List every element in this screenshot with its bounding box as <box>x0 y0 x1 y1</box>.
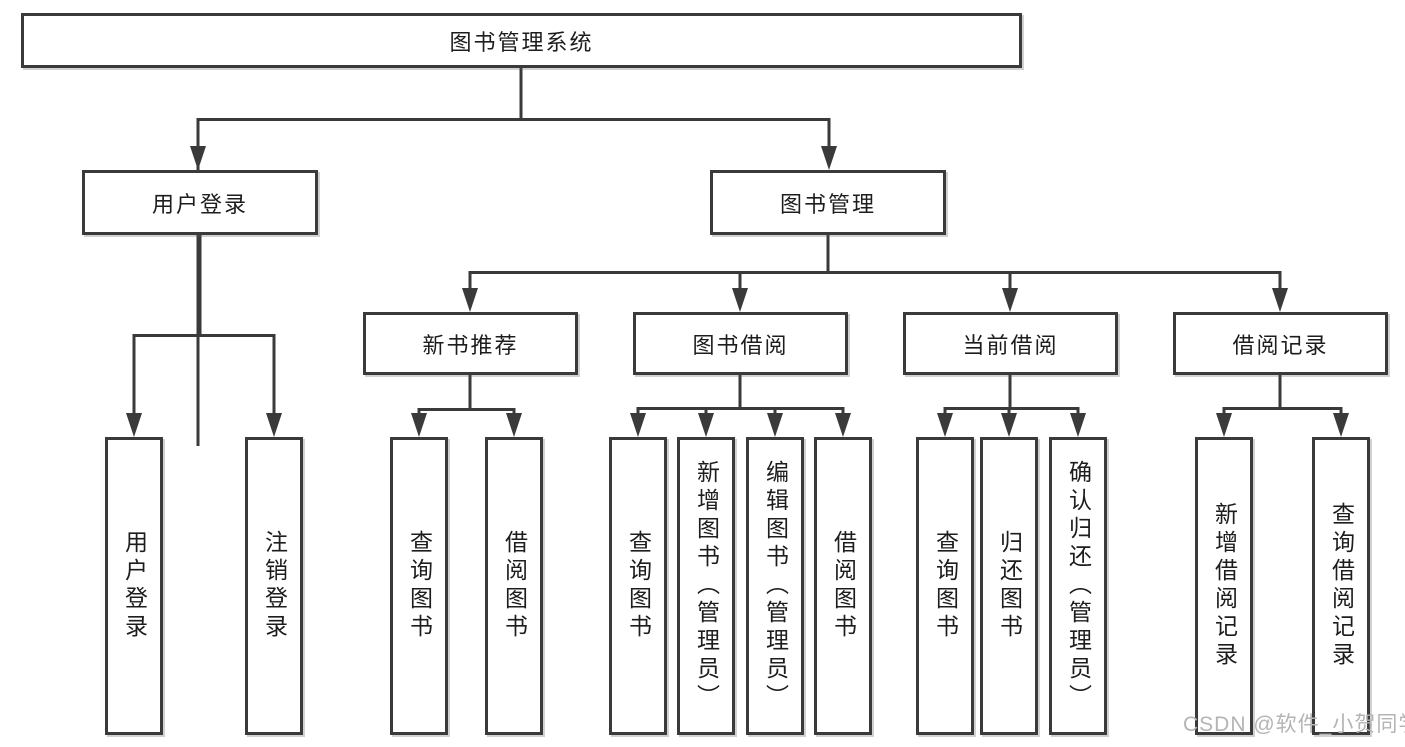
leaf-user-login: 用户登录 <box>105 437 163 735</box>
leaf-query-books-current: 查询图书 <box>916 437 974 735</box>
arrowheads <box>126 146 1349 437</box>
node-book-management-branch: 图书管理 <box>710 170 946 235</box>
node-current-borrow: 当前借阅 <box>903 312 1118 375</box>
leaf-query-borrow-record: 查询借阅记录 <box>1312 437 1370 735</box>
node-new-book-recommend: 新书推荐 <box>363 312 578 375</box>
leaf-return-books: 归还图书 <box>980 437 1038 735</box>
leaf-add-books-admin: 新增图书（管理员） <box>677 437 735 735</box>
leaf-query-books-borrow: 查询图书 <box>609 437 667 735</box>
leaf-add-borrow-record: 新增借阅记录 <box>1195 437 1253 735</box>
node-user-login-branch: 用户登录 <box>82 170 318 235</box>
node-borrow-record: 借阅记录 <box>1173 312 1388 375</box>
node-library-management-system: 图书管理系统 <box>21 13 1022 68</box>
leaf-confirm-return-admin: 确认归还（管理员） <box>1049 437 1107 735</box>
leaf-borrow-books-recommend: 借阅图书 <box>485 437 543 735</box>
node-book-borrow: 图书借阅 <box>633 312 848 375</box>
leaf-query-books-recommend: 查询图书 <box>390 437 448 735</box>
csdn-watermark: CSDN @软件_小贺同学 <box>1183 713 1405 736</box>
leaf-edit-books-admin: 编辑图书（管理员） <box>746 437 804 735</box>
leaf-borrow-books: 借阅图书 <box>814 437 872 735</box>
leaf-logout: 注销登录 <box>245 437 303 735</box>
